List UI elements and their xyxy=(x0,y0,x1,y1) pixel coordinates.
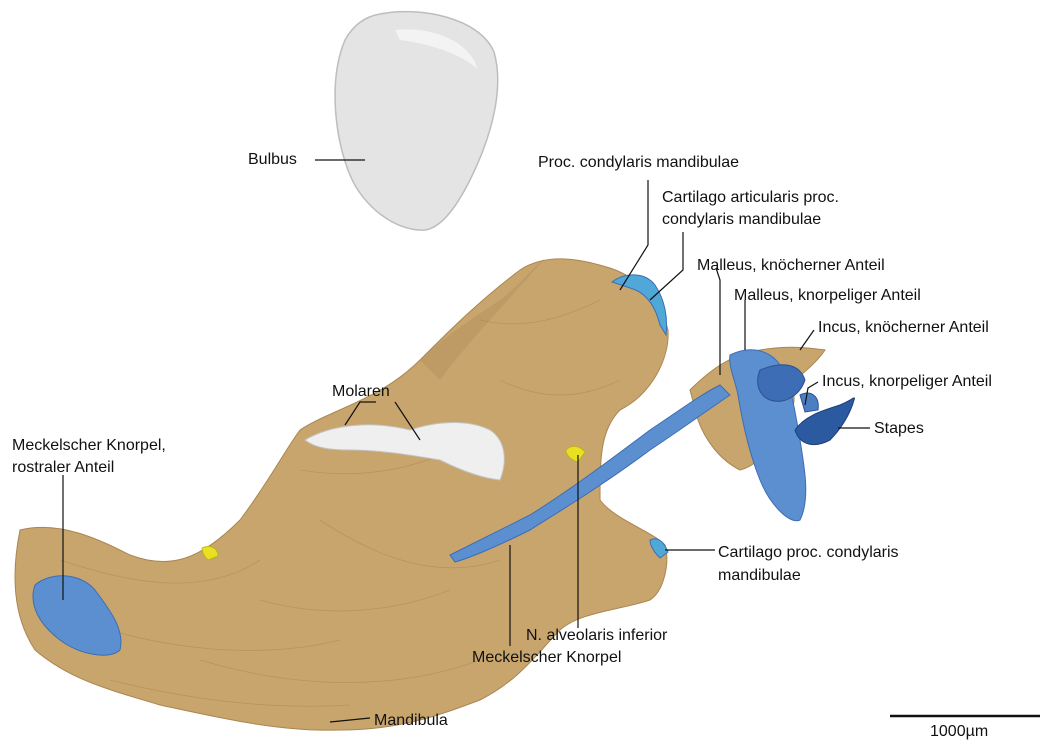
label-incus-knoechern: Incus, knöcherner Anteil xyxy=(818,318,989,337)
bulbus-shape xyxy=(335,12,498,230)
label-cartilago-articularis-1: Cartilago articularis proc. xyxy=(662,188,839,207)
label-malleus-knorpelig: Malleus, knorpeliger Anteil xyxy=(734,286,921,305)
label-meckel: Meckelscher Knorpel xyxy=(472,648,621,667)
label-proc-condylaris: Proc. condylaris mandibulae xyxy=(538,153,739,172)
label-cartilago-proc-2: mandibulae xyxy=(718,566,801,585)
label-meckel-rostral-2: rostraler Anteil xyxy=(12,458,114,477)
label-incus-knorpelig: Incus, knorpeliger Anteil xyxy=(822,372,992,391)
incus-shape xyxy=(758,365,805,402)
label-scale-bar: 1000µm xyxy=(930,722,988,741)
incus-cartilage-shape xyxy=(800,393,818,412)
label-cartilago-proc-1: Cartilago proc. condylaris xyxy=(718,543,899,562)
label-stapes: Stapes xyxy=(874,419,924,438)
label-n-alveolaris: N. alveolaris inferior xyxy=(526,626,667,645)
label-bulbus: Bulbus xyxy=(248,150,297,169)
label-molaren: Molaren xyxy=(332,382,390,401)
label-mandibula: Mandibula xyxy=(374,711,448,730)
label-malleus-knoechern: Malleus, knöcherner Anteil xyxy=(697,256,885,275)
label-meckel-rostral-1: Meckelscher Knorpel, xyxy=(12,436,166,455)
label-cartilago-articularis-2: condylaris mandibulae xyxy=(662,210,821,229)
